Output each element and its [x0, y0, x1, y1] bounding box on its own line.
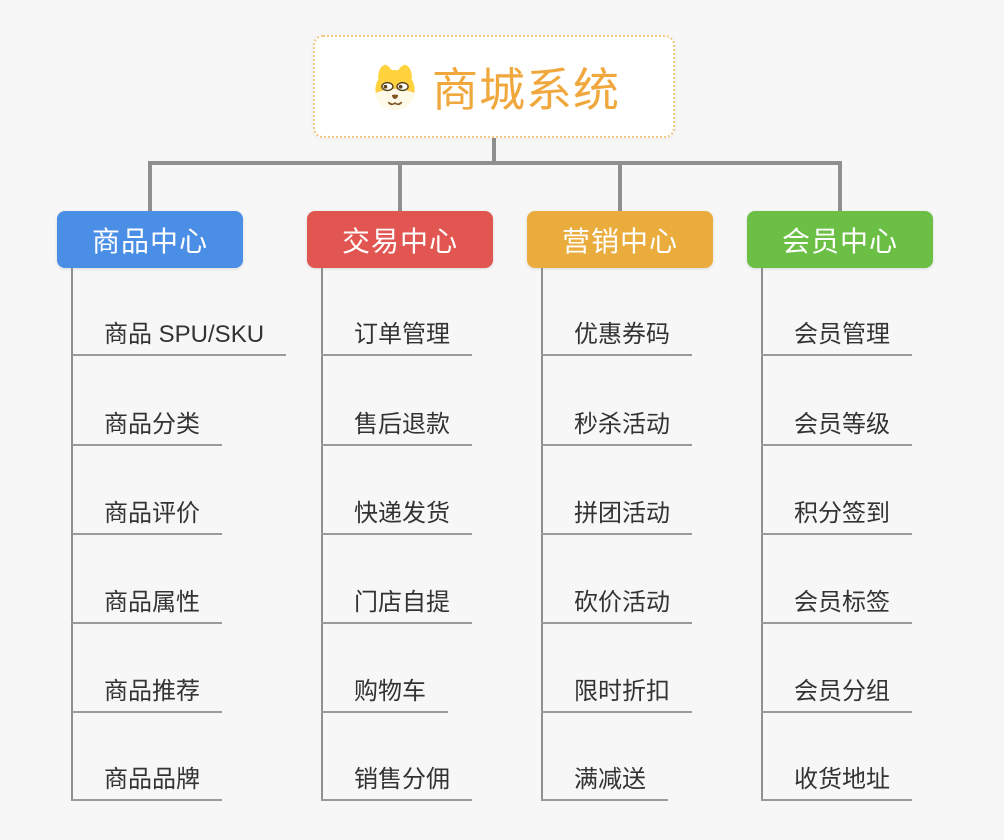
child-topic[interactable]: 订单管理 [321, 321, 472, 356]
branch-member-center[interactable]: 会员中心 [747, 211, 933, 268]
branch-label: 营销中心 [561, 225, 678, 257]
child-topic[interactable]: 商品评价 [71, 500, 222, 535]
branch-column-marketing: 营销中心 优惠券码 秒杀活动 拼团活动 砍价活动 限时折扣 满减送 [527, 211, 767, 811]
root-title: 商城系统 [432, 63, 620, 116]
branch-label: 会员中心 [781, 225, 898, 257]
branch-column-member: 会员中心 会员管理 会员等级 积分签到 会员标签 会员分组 收货地址 [747, 211, 987, 811]
connector-horizontal [148, 161, 842, 165]
child-topic[interactable]: 销售分佣 [321, 766, 472, 801]
child-topic[interactable]: 商品推荐 [71, 678, 222, 713]
child-topic[interactable]: 会员分组 [761, 678, 912, 713]
child-topic[interactable]: 满减送 [541, 766, 668, 801]
child-topic[interactable]: 商品属性 [71, 589, 222, 624]
child-topic[interactable]: 门店自提 [321, 589, 472, 624]
child-topic[interactable]: 购物车 [321, 678, 448, 713]
child-topic[interactable]: 售后退款 [321, 411, 472, 446]
dog-face-icon [375, 64, 415, 109]
child-topic[interactable]: 会员等级 [761, 411, 912, 446]
child-topic[interactable]: 会员标签 [761, 589, 912, 624]
child-topic[interactable]: 积分签到 [761, 500, 912, 535]
branch-label: 交易中心 [341, 225, 458, 257]
connector-drop-trade [398, 161, 402, 211]
connector-drop-member [838, 161, 842, 211]
child-topic[interactable]: 快递发货 [321, 500, 472, 535]
connector-root-stub [492, 137, 496, 164]
branch-marketing-center[interactable]: 营销中心 [527, 211, 713, 268]
child-topic[interactable]: 商品分类 [71, 411, 222, 446]
child-topic[interactable]: 会员管理 [761, 321, 912, 356]
branch-column-trade: 交易中心 订单管理 售后退款 快递发货 门店自提 购物车 销售分佣 [307, 211, 547, 811]
child-topic[interactable]: 收货地址 [761, 766, 912, 801]
child-topic[interactable]: 商品 SPU/SKU [71, 321, 287, 356]
child-topic[interactable]: 商品品牌 [71, 766, 222, 801]
child-topic[interactable]: 砍价活动 [541, 589, 692, 624]
branch-trade-center[interactable]: 交易中心 [307, 211, 493, 268]
branch-column-product: 商品中心 商品 SPU/SKU 商品分类 商品评价 商品属性 商品推荐 商品品牌 [57, 211, 297, 811]
child-topic[interactable]: 秒杀活动 [541, 411, 692, 446]
root-node[interactable]: 商城系统 [313, 35, 675, 138]
child-topic[interactable]: 限时折扣 [541, 678, 692, 713]
connector-drop-product [148, 161, 152, 211]
child-topic[interactable]: 拼团活动 [541, 500, 692, 535]
connector-drop-marketing [618, 161, 622, 211]
child-topic[interactable]: 优惠券码 [541, 321, 692, 356]
branch-product-center[interactable]: 商品中心 [57, 211, 243, 268]
branch-label: 商品中心 [91, 225, 208, 257]
